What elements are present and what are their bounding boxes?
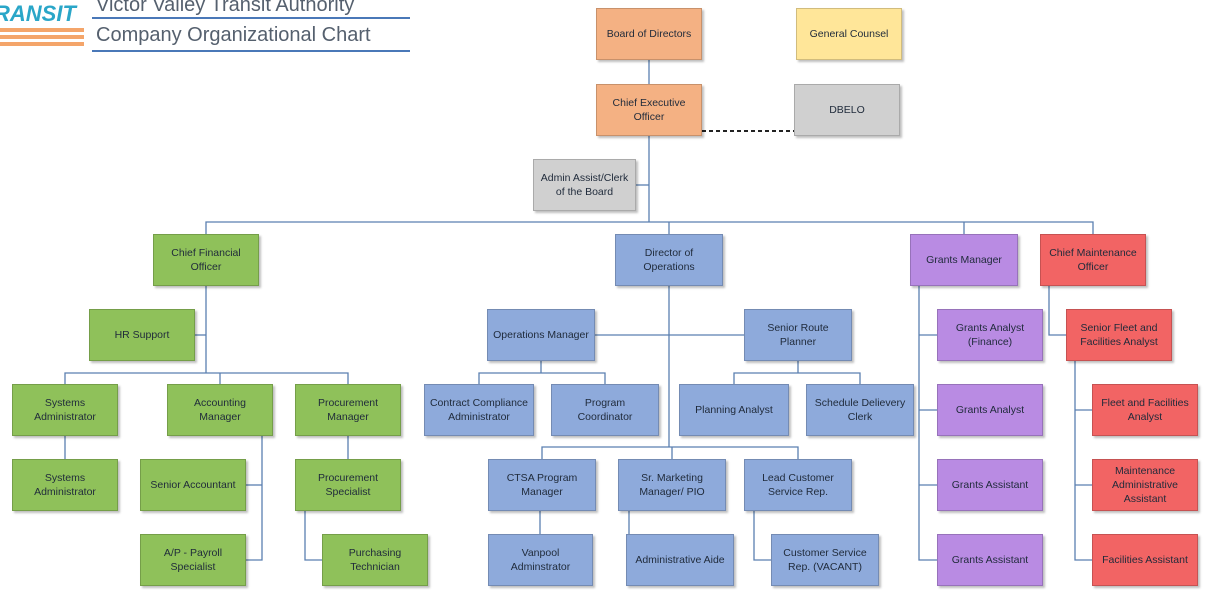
node-label: Chief Executive Officer bbox=[612, 97, 686, 123]
node-label: CTSA Program Manager bbox=[506, 472, 578, 498]
node-mkt-mgr: Sr. Marketing Manager/ PIO bbox=[618, 459, 726, 511]
node-label: Customer Service Rep. (VACANT) bbox=[783, 547, 867, 573]
node-sys-admin2: Systems Administrator bbox=[12, 459, 118, 511]
node-label: Systems Administrator bbox=[34, 397, 96, 423]
node-label: Grants Assistant bbox=[951, 554, 1029, 566]
node-label: Planning Analyst bbox=[695, 404, 773, 416]
node-dir-ops: Director of Operations bbox=[615, 234, 723, 286]
node-vanpool: Vanpool Adminstrator bbox=[488, 534, 593, 586]
node-cmo: Chief Maintenance Officer bbox=[1040, 234, 1146, 286]
node-label: Director of Operations bbox=[643, 247, 695, 273]
title-divider bbox=[92, 17, 410, 19]
node-label: Maintenance Administrative Assistant bbox=[1112, 465, 1178, 505]
node-label: Senior Fleet and Facilities Analyst bbox=[1080, 322, 1158, 348]
node-label: Fleet and Facilities Analyst bbox=[1101, 397, 1189, 423]
node-hr: HR Support bbox=[89, 309, 195, 361]
node-sr-fleet: Senior Fleet and Facilities Analyst bbox=[1066, 309, 1172, 361]
node-cs-rep: Customer Service Rep. (VACANT) bbox=[771, 534, 879, 586]
node-label: Grants Assistant bbox=[951, 479, 1029, 491]
node-label: Administrative Aide bbox=[635, 554, 725, 566]
node-sr-route: Senior Route Planner bbox=[744, 309, 852, 361]
node-label: Program Coordinator bbox=[577, 397, 633, 423]
node-label: Procurement Manager bbox=[317, 397, 379, 423]
node-label: Admin Assist/Clerk of the Board bbox=[540, 172, 629, 198]
node-label: Chief Maintenance Officer bbox=[1049, 247, 1137, 273]
node-label: Grants Analyst (Finance) bbox=[955, 322, 1025, 348]
node-board: Board of Directors bbox=[596, 8, 702, 60]
node-gasst2: Grants Assistant bbox=[937, 534, 1043, 586]
node-label: Chief Financial Officer bbox=[171, 247, 241, 273]
connector-acct-trunk bbox=[246, 436, 263, 561]
title-underline bbox=[92, 50, 410, 52]
node-admin-aide: Administrative Aide bbox=[626, 534, 734, 586]
connector-cs-rep bbox=[753, 511, 771, 561]
connector-purch-tech bbox=[304, 511, 322, 561]
node-fleet-analyst: Fleet and Facilities Analyst bbox=[1092, 384, 1198, 436]
node-fac-asst: Facilities Assistant bbox=[1092, 534, 1198, 586]
node-gasst1: Grants Assistant bbox=[937, 459, 1043, 511]
node-ap-payroll: A/P - Payroll Specialist bbox=[140, 534, 246, 586]
node-label: Senior Route Planner bbox=[767, 322, 829, 348]
node-ceo: Chief Executive Officer bbox=[596, 84, 702, 136]
node-sr-acct: Senior Accountant bbox=[140, 459, 246, 511]
connector-ops-mgr-bus bbox=[478, 372, 606, 384]
chart-title: Company Organizational Chart bbox=[96, 24, 371, 46]
connector-sr-fleet bbox=[1048, 286, 1066, 336]
node-label: Senior Accountant bbox=[150, 479, 236, 491]
node-sched-clerk: Schedule Delievery Clerk bbox=[806, 384, 914, 436]
connector-grants-trunk bbox=[918, 286, 937, 561]
node-label: Procurement Specialist bbox=[317, 472, 379, 498]
node-acct-mgr: Accounting Manager bbox=[167, 384, 273, 436]
node-label: Lead Customer Service Rep. bbox=[762, 472, 834, 498]
connector-level1-bus bbox=[205, 221, 1094, 234]
node-ctsa-mgr: CTSA Program Manager bbox=[488, 459, 596, 511]
logo-text: RANSIT bbox=[0, 1, 76, 26]
node-label: A/P - Payroll Specialist bbox=[163, 547, 223, 573]
node-ga: Grants Analyst bbox=[937, 384, 1043, 436]
logo-stripes-icon bbox=[0, 28, 84, 46]
node-sys-admin1: Systems Administrator bbox=[12, 384, 118, 436]
node-label: Schedule Delievery Clerk bbox=[814, 397, 906, 423]
node-label: Contract Compliance Administrator bbox=[429, 397, 529, 423]
connector-finance-bus bbox=[64, 372, 349, 384]
node-label: Grants Analyst bbox=[955, 404, 1025, 416]
node-label: Systems Administrator bbox=[34, 472, 96, 498]
connector-fleet-trunk bbox=[1074, 361, 1092, 561]
node-admin-clerk: Admin Assist/Clerk of the Board bbox=[533, 159, 636, 211]
node-label: Operations Manager bbox=[493, 329, 589, 341]
node-proc-spec: Procurement Specialist bbox=[295, 459, 401, 511]
node-dbelo: DBELO bbox=[794, 84, 900, 136]
node-label: Sr. Marketing Manager/ PIO bbox=[639, 472, 705, 498]
node-ops-mgr: Operations Manager bbox=[487, 309, 595, 361]
node-label: Accounting Manager bbox=[194, 397, 246, 423]
organization-name: Victor Valley Transit Authority bbox=[96, 0, 355, 16]
node-label: DBELO bbox=[829, 104, 865, 116]
node-counsel: General Counsel bbox=[796, 8, 902, 60]
node-label: Board of Directors bbox=[606, 28, 692, 40]
node-label: Vanpool Adminstrator bbox=[510, 547, 571, 573]
node-cfo: Chief Financial Officer bbox=[153, 234, 259, 286]
node-purch-tech: Purchasing Technician bbox=[322, 534, 428, 586]
node-label: Facilities Assistant bbox=[1102, 554, 1188, 566]
node-ga-fin: Grants Analyst (Finance) bbox=[937, 309, 1043, 361]
node-plan-analyst: Planning Analyst bbox=[679, 384, 789, 436]
node-prog-coord: Program Coordinator bbox=[551, 384, 659, 436]
node-proc-mgr: Procurement Manager bbox=[295, 384, 401, 436]
node-grants-mgr: Grants Manager bbox=[910, 234, 1018, 286]
node-maint-asst: Maintenance Administrative Assistant bbox=[1092, 459, 1198, 511]
node-label: General Counsel bbox=[809, 28, 889, 40]
node-lead-cs: Lead Customer Service Rep. bbox=[744, 459, 852, 511]
node-contract-admin: Contract Compliance Administrator bbox=[424, 384, 534, 436]
connector-route-bus bbox=[733, 372, 861, 384]
node-label: HR Support bbox=[114, 329, 170, 341]
node-label: Purchasing Technician bbox=[348, 547, 402, 573]
node-label: Grants Manager bbox=[926, 254, 1002, 266]
connector-ops-lower-bus bbox=[541, 446, 799, 459]
